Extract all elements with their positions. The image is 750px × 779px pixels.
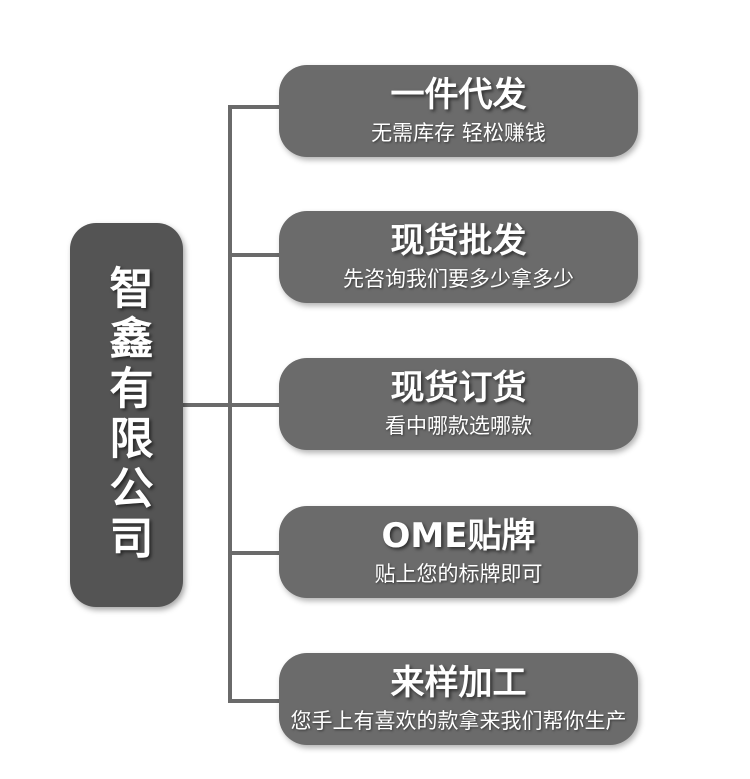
- branch-node-wholesale: 现货批发 先咨询我们要多少拿多少: [279, 211, 638, 303]
- branch-subtitle: 先咨询我们要多少拿多少: [343, 267, 574, 291]
- root-label: 智鑫有限公司: [101, 265, 153, 565]
- branch-node-oem-labeling: OME贴牌 贴上您的标牌即可: [279, 506, 638, 598]
- branch-node-dropshipping: 一件代发 无需库存 轻松赚钱: [279, 65, 638, 157]
- branch-subtitle: 您手上有喜欢的款拿来我们帮你生产: [290, 709, 627, 733]
- branch-subtitle: 贴上您的标牌即可: [374, 562, 543, 586]
- branch-connector-line-4: [228, 551, 280, 555]
- branch-connector-line-5: [228, 699, 280, 703]
- branch-title: 一件代发: [390, 75, 527, 115]
- root-connector-line: [183, 403, 232, 407]
- root-node: 智鑫有限公司: [70, 223, 183, 607]
- branch-connector-line-3: [228, 403, 280, 407]
- branch-connector-line-1: [228, 105, 280, 109]
- branch-subtitle: 看中哪款选哪款: [385, 414, 532, 438]
- branch-connector-line-2: [228, 253, 280, 257]
- branch-title: 现货订货: [390, 368, 527, 408]
- branch-title: 来样加工: [390, 663, 527, 703]
- branch-title: 现货批发: [390, 221, 527, 261]
- branch-node-stock-order: 现货订货 看中哪款选哪款: [279, 358, 638, 450]
- branch-subtitle: 无需库存 轻松赚钱: [371, 121, 546, 145]
- branch-node-sample-processing: 来样加工 您手上有喜欢的款拿来我们帮你生产: [279, 653, 638, 745]
- branch-title: OME贴牌: [381, 516, 536, 556]
